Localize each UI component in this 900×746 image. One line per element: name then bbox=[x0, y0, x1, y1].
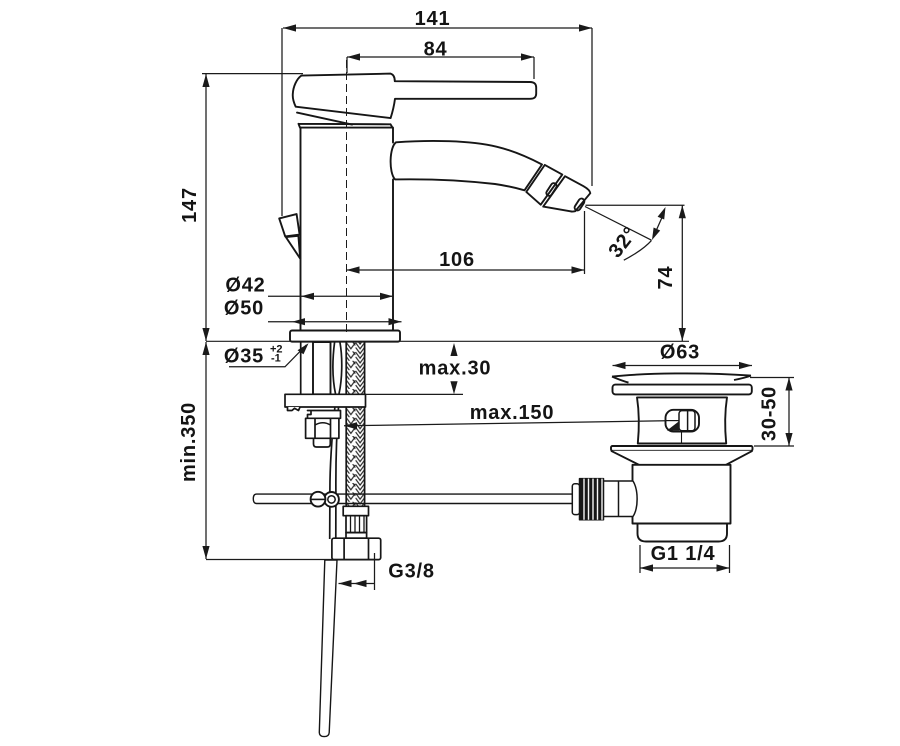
svg-text:74: 74 bbox=[655, 266, 677, 290]
svg-text:106: 106 bbox=[439, 249, 475, 271]
svg-text:Ø63: Ø63 bbox=[660, 342, 700, 364]
svg-text:Ø42: Ø42 bbox=[225, 275, 265, 297]
svg-text:-1: -1 bbox=[271, 353, 281, 365]
svg-text:G3/8: G3/8 bbox=[388, 561, 435, 583]
svg-text:+2: +2 bbox=[270, 344, 283, 356]
svg-text:84: 84 bbox=[424, 39, 448, 61]
svg-text:147: 147 bbox=[179, 187, 201, 223]
svg-text:max.30: max.30 bbox=[419, 358, 492, 380]
svg-text:32°: 32° bbox=[604, 223, 641, 262]
svg-text:141: 141 bbox=[415, 8, 451, 30]
svg-text:30-50: 30-50 bbox=[759, 386, 781, 441]
svg-text:max.150: max.150 bbox=[470, 402, 555, 424]
svg-text:Ø50: Ø50 bbox=[224, 298, 264, 320]
svg-text:G1 1/4: G1 1/4 bbox=[651, 543, 716, 565]
svg-text:min.350: min.350 bbox=[178, 402, 200, 482]
svg-text:Ø35: Ø35 bbox=[224, 346, 264, 368]
